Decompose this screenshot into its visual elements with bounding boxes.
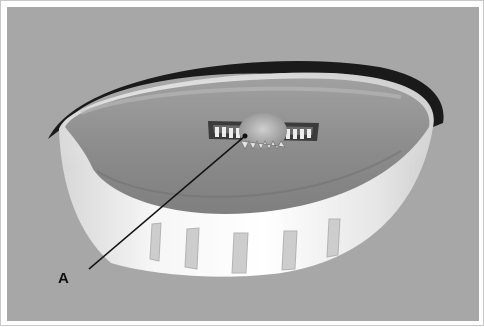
leader-line (88, 135, 246, 270)
slot-2 (184, 227, 200, 270)
cover-slots (149, 218, 341, 274)
callout-label-a: A (58, 270, 69, 287)
rim-edge (48, 60, 444, 139)
cover-top-surface (65, 78, 430, 214)
slot-1 (149, 222, 162, 262)
slot-5 (326, 218, 341, 258)
gear-mechanism (208, 113, 319, 150)
slot-4 (281, 230, 298, 271)
slot-3 (231, 232, 249, 274)
leader-dot (242, 133, 248, 139)
